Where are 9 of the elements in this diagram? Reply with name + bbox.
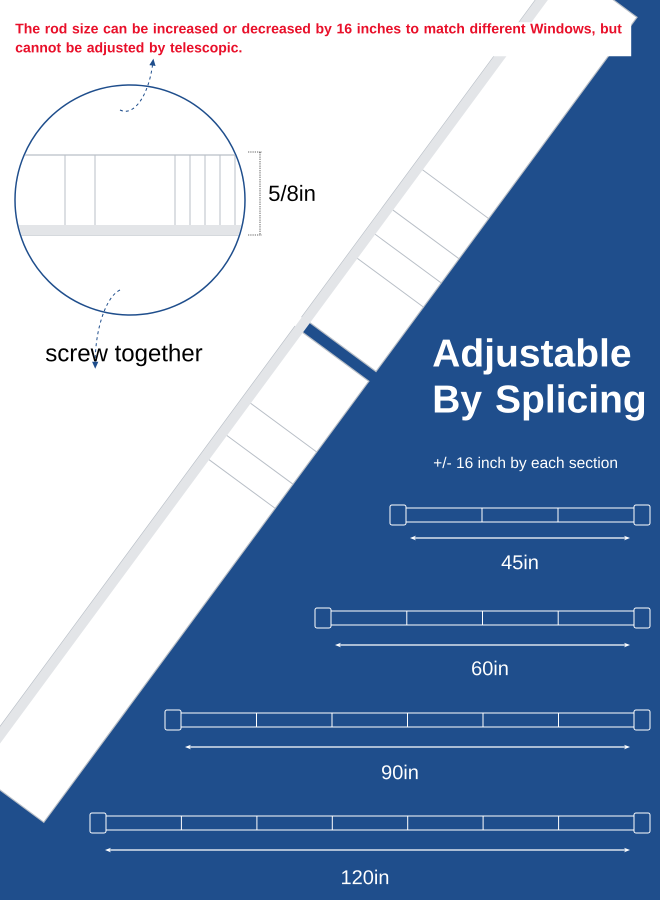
- dimension-label: 5/8in: [269, 184, 314, 202]
- length-label: 90in: [382, 764, 418, 780]
- title: Adjustable By Splicing: [433, 338, 644, 421]
- warning-note: The rod size can be increased or decreased by 16 inches to match different Windows, but cannot be adjusted by telescopic.: [14, 22, 632, 56]
- subtitle: +/- 16 inch by each section: [434, 456, 617, 472]
- length-label: 60in: [472, 660, 508, 676]
- length-label: 45in: [502, 554, 538, 570]
- length-label: 120in: [342, 870, 388, 884]
- caption-text: screw together: [46, 344, 202, 366]
